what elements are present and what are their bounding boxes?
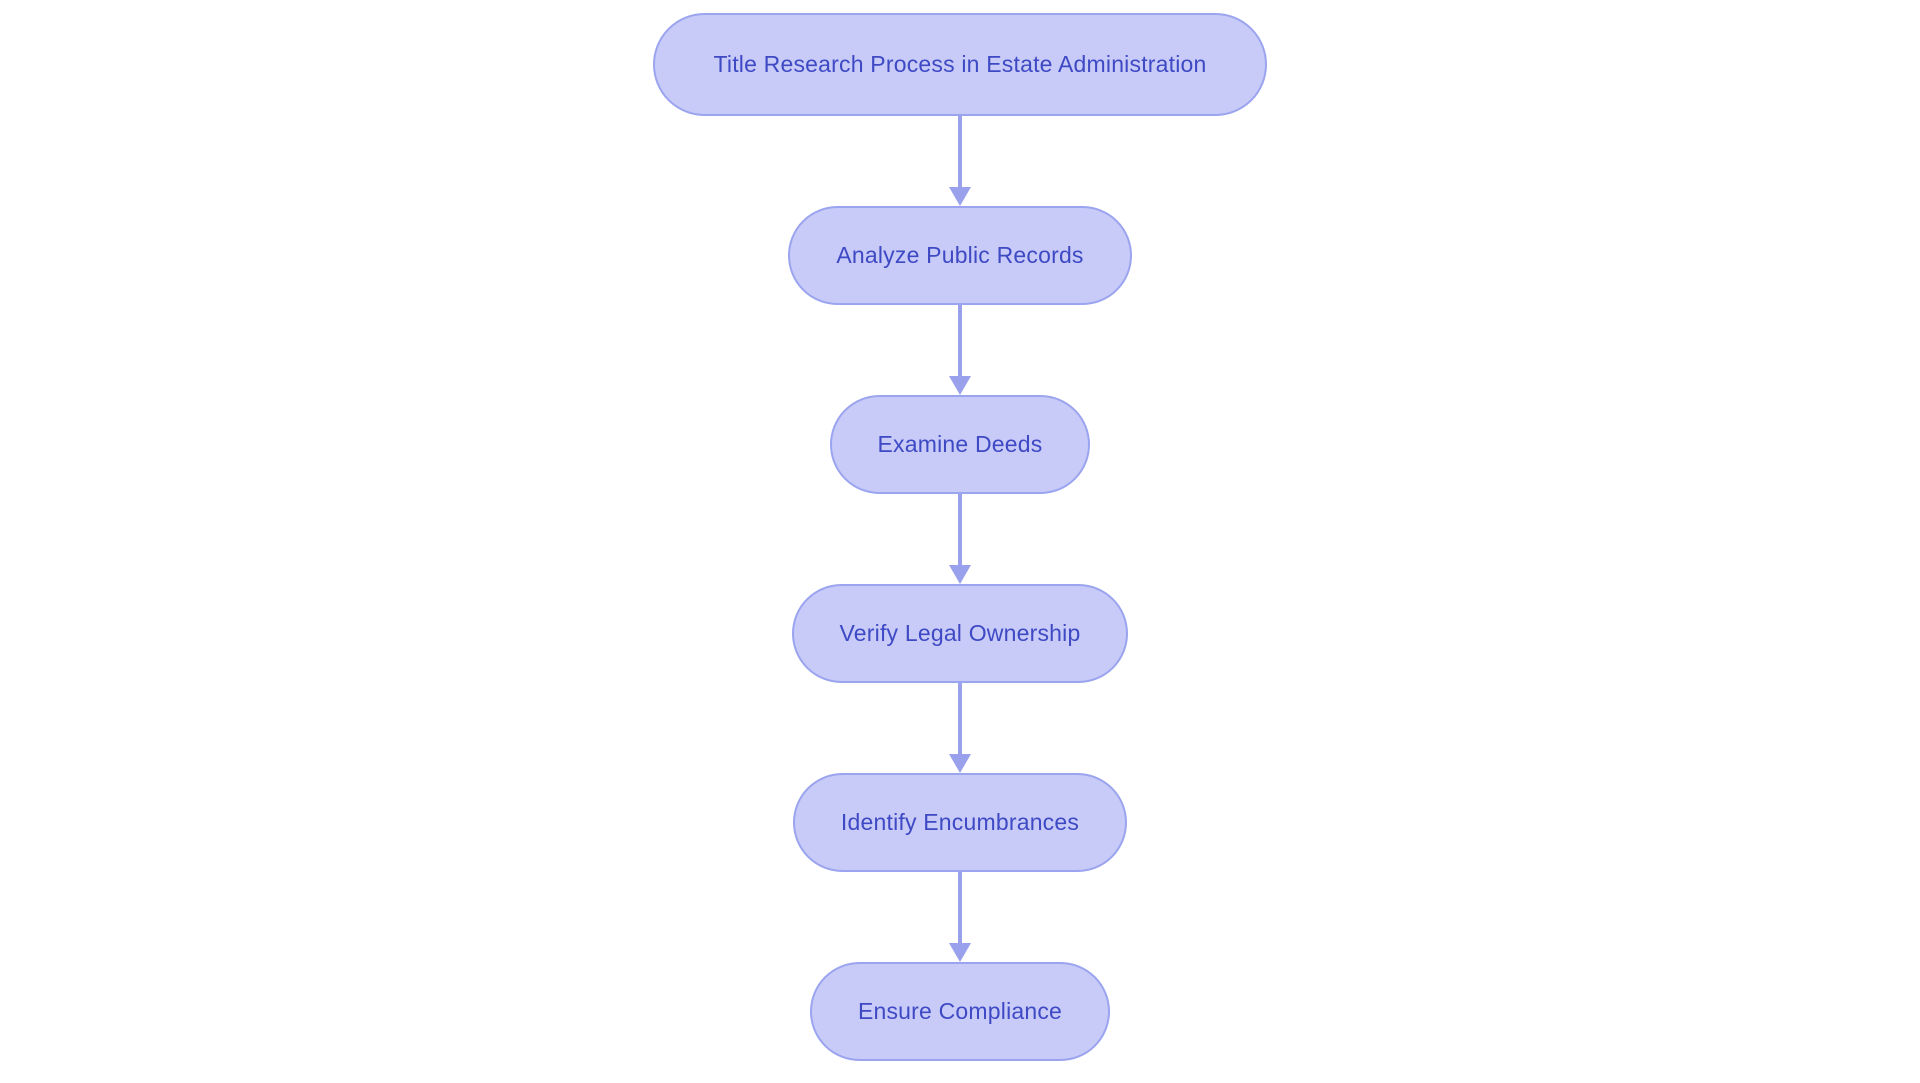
connector-line — [958, 872, 962, 943]
connector-3 — [949, 494, 971, 584]
flowchart: Title Research Process in Estate Adminis… — [0, 13, 1920, 1061]
arrow-down-icon — [949, 376, 971, 395]
connector-line — [958, 683, 962, 754]
flow-node-analyze-public-records: Analyze Public Records — [788, 206, 1132, 305]
flow-node-label: Analyze Public Records — [836, 242, 1084, 268]
flow-node-label: Identify Encumbrances — [840, 809, 1080, 835]
connector-line — [958, 494, 962, 565]
connector-line — [958, 116, 962, 187]
flow-node-verify-legal-ownership: Verify Legal Ownership — [791, 584, 1129, 683]
flow-node-ensure-compliance: Ensure Compliance — [809, 962, 1111, 1061]
flow-node-label: Verify Legal Ownership — [839, 620, 1081, 646]
connector-2 — [949, 305, 971, 395]
arrow-down-icon — [949, 187, 971, 206]
connector-5 — [949, 872, 971, 962]
flow-node-title: Title Research Process in Estate Adminis… — [653, 13, 1267, 116]
flow-node-label: Title Research Process in Estate Adminis… — [713, 51, 1207, 77]
flow-node-label: Ensure Compliance — [857, 998, 1063, 1024]
connector-4 — [949, 683, 971, 773]
arrow-down-icon — [949, 754, 971, 773]
flow-node-examine-deeds: Examine Deeds — [829, 395, 1091, 494]
flow-node-label: Examine Deeds — [877, 431, 1043, 457]
flow-node-identify-encumbrances: Identify Encumbrances — [792, 773, 1128, 872]
connector-1 — [949, 116, 971, 206]
arrow-down-icon — [949, 943, 971, 962]
arrow-down-icon — [949, 565, 971, 584]
connector-line — [958, 305, 962, 376]
